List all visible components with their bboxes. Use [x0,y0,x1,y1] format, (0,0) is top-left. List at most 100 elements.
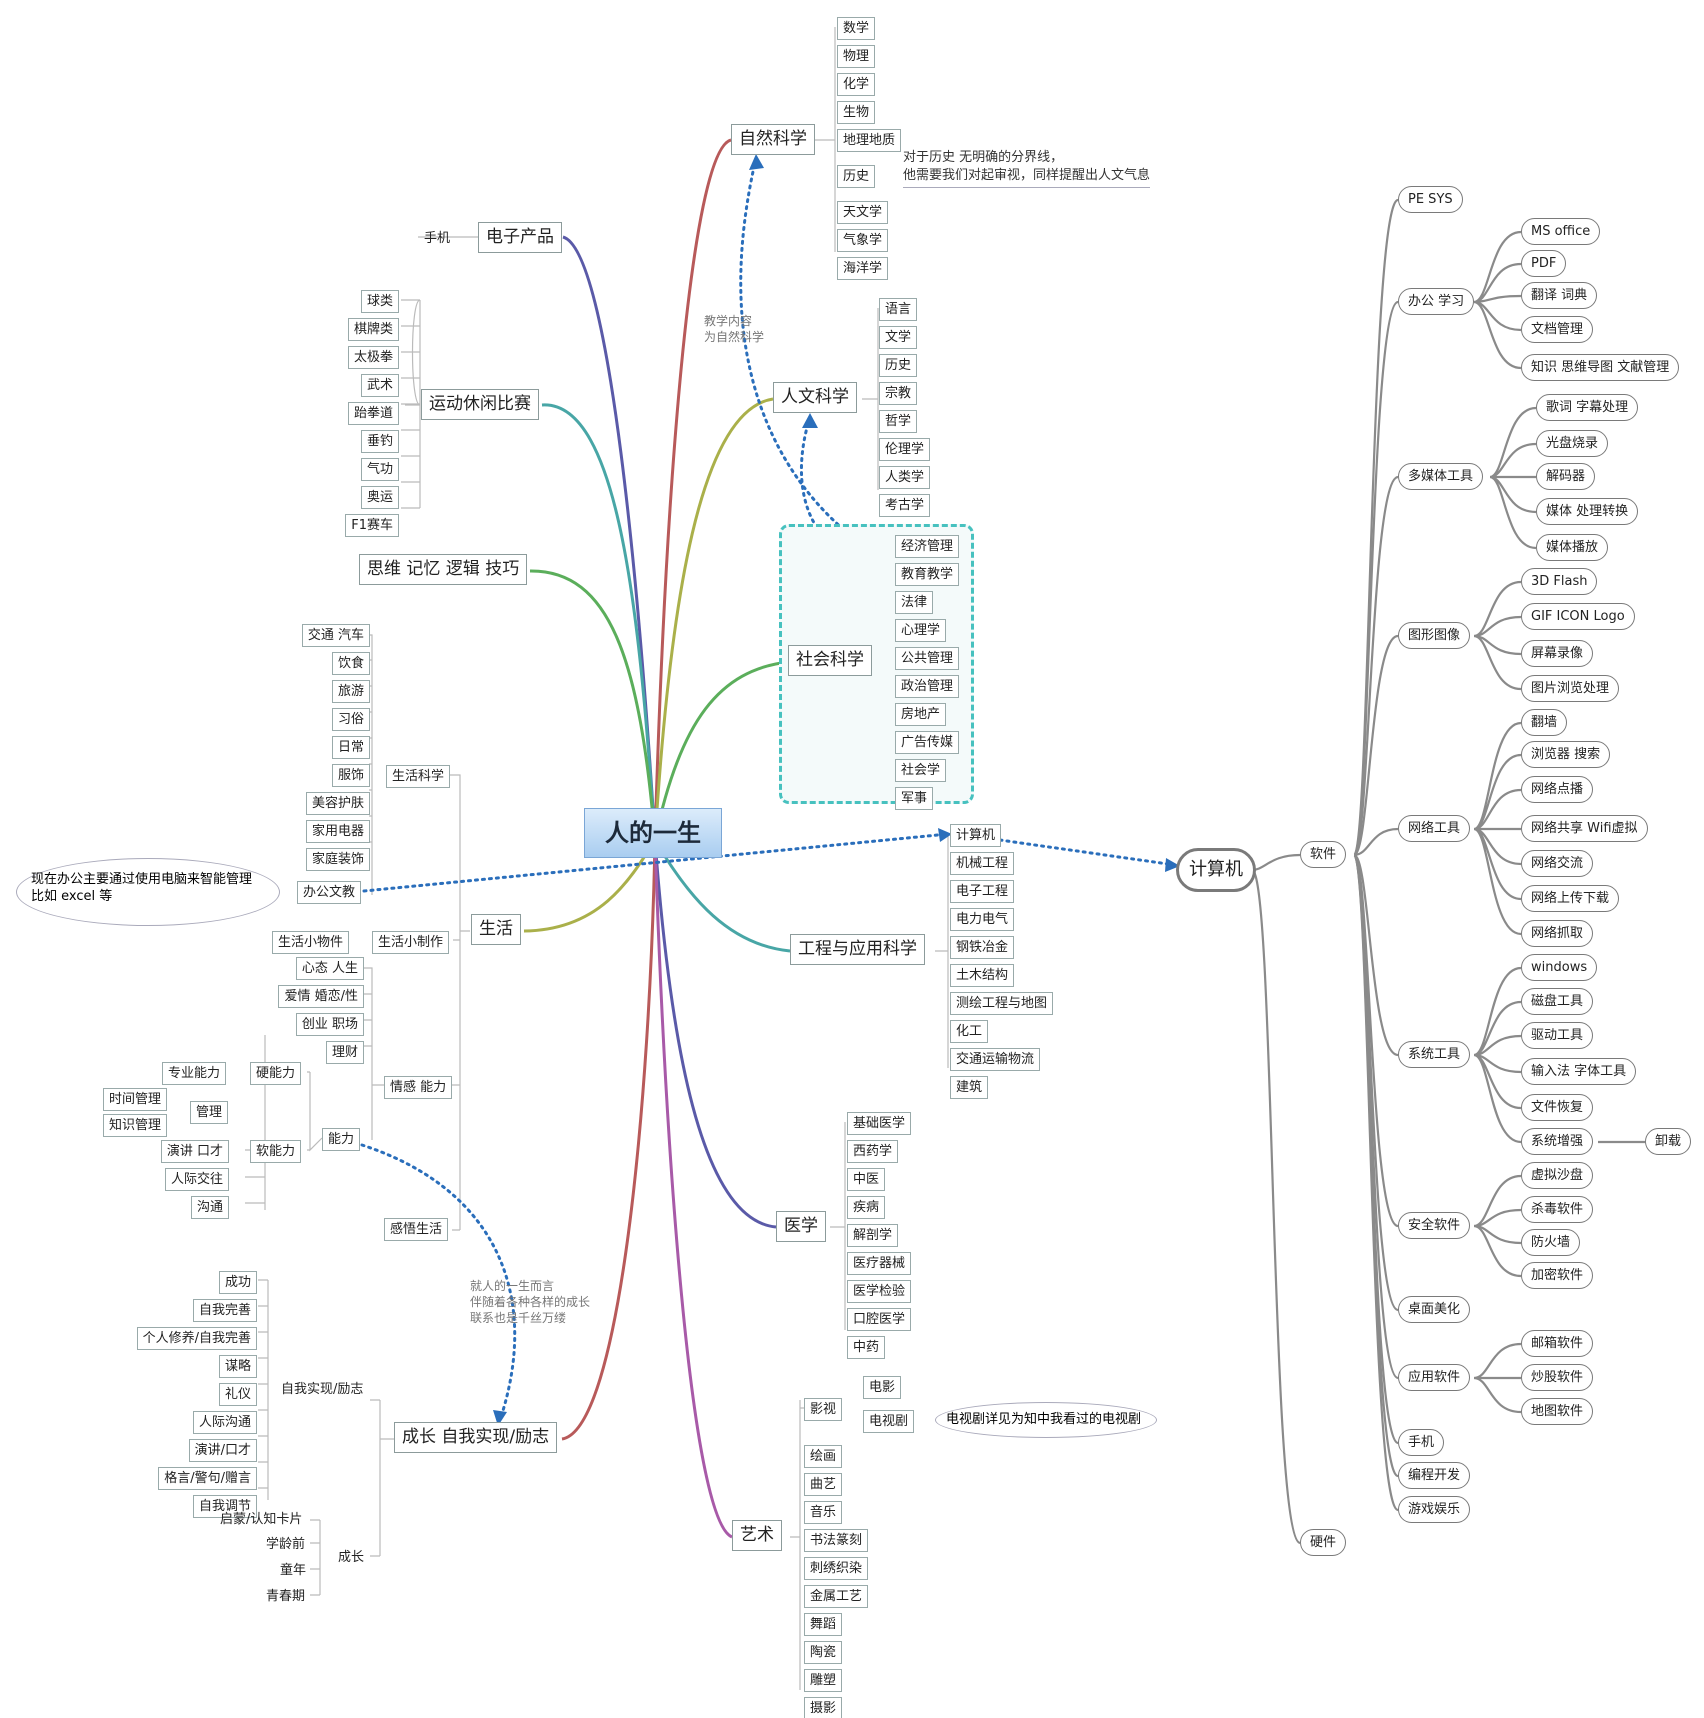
leaf-computer-office[interactable]: 知识 思维导图 文献管理 [1521,354,1680,381]
leaf-self-actualization[interactable]: 人际沟通 [192,1411,257,1434]
node-growth[interactable]: 成长 自我实现/励志 [394,1422,558,1453]
leaf-computer-apps[interactable]: 邮箱软件 [1521,1330,1594,1357]
leaf-computer-network[interactable]: 网络点播 [1521,776,1594,803]
leaf-social[interactable]: 心理学 [895,619,947,642]
leaf-emotion[interactable]: 理财 [325,1041,364,1064]
leaf-engineering[interactable]: 测绘工程与地图 [950,992,1054,1015]
leaf-computer-network[interactable]: 浏览器 搜索 [1521,741,1611,768]
node-manage[interactable]: 管理 [190,1101,229,1124]
node-computer[interactable]: 计算机 [1176,848,1256,892]
leaf-engineering[interactable]: 化工 [950,1020,989,1043]
leaf-humanities[interactable]: 人类学 [879,466,931,489]
node-sports[interactable]: 运动休闲比赛 [421,389,539,420]
leaf-emotion[interactable]: 爱情 婚恋/性 [278,985,364,1008]
node-self-actualization[interactable]: 自我实现/励志 [281,1382,364,1397]
leaf-computer-graphics[interactable]: GIF ICON Logo [1521,603,1635,630]
leaf-sports[interactable]: 太极拳 [347,346,399,369]
leaf-tv[interactable]: 电视剧 [863,1410,915,1433]
leaf-natural[interactable]: 气象学 [837,229,889,252]
leaf-natural[interactable]: 数学 [837,17,876,40]
leaf-engineering[interactable]: 土木结构 [950,964,1015,987]
leaf-art[interactable]: 雕塑 [804,1669,843,1692]
node-natural-science[interactable]: 自然科学 [731,124,815,155]
leaf-engineering[interactable]: 钢铁冶金 [950,936,1015,959]
group-desktop[interactable]: 桌面美化 [1398,1296,1471,1323]
leaf-life-science[interactable]: 旅游 [331,680,370,703]
leaf-life-science[interactable]: 美容护肤 [305,792,370,815]
leaf-computer-graphics[interactable]: 图片浏览处理 [1521,675,1620,702]
leaf-humanities[interactable]: 文学 [879,326,918,349]
leaf-grow[interactable]: 青春期 [266,1589,306,1604]
node-phone[interactable]: 手机 [424,231,451,246]
node-software[interactable]: 软件 [1300,841,1347,868]
node-film[interactable]: 影视 [804,1398,843,1421]
leaf-humanities[interactable]: 哲学 [879,410,918,433]
leaf-engineering[interactable]: 电力电气 [950,908,1015,931]
leaf-sports[interactable]: 气功 [360,458,399,481]
leaf-life-science[interactable]: 家庭装饰 [305,848,370,871]
leaf-humanities[interactable]: 伦理学 [879,438,931,461]
leaf-life-science[interactable]: 交通 汽车 [301,624,370,647]
node-office[interactable]: 办公文教 [297,881,362,904]
leaf-computer-office[interactable]: MS office [1521,218,1601,245]
node-soft-ability[interactable]: 软能力 [250,1140,302,1163]
leaf-natural[interactable]: 化学 [837,73,876,96]
leaf-humanities[interactable]: 语言 [879,298,918,321]
group-office[interactable]: 办公 学习 [1398,288,1475,315]
node-engineering[interactable]: 工程与应用科学 [790,934,925,965]
leaf-soft-ability[interactable]: 沟通 [190,1196,229,1219]
node-thinking[interactable]: 思维 记忆 逻辑 技巧 [359,554,528,585]
leaf-computer-multimedia[interactable]: 媒体 处理转换 [1536,498,1639,525]
leaf-computer-network[interactable]: 翻墙 [1521,709,1568,736]
leaf-humanities[interactable]: 历史 [879,354,918,377]
leaf-life-science[interactable]: 习俗 [331,708,370,731]
leaf-computer-security[interactable]: 虚拟沙盘 [1521,1162,1594,1189]
root-node[interactable]: 人的一生 [584,808,722,858]
leaf-art[interactable]: 绘画 [804,1445,843,1468]
group-graphics[interactable]: 图形图像 [1398,622,1471,649]
leaf-art[interactable]: 书法篆刻 [804,1529,869,1552]
leaf-computer-security[interactable]: 杀毒软件 [1521,1196,1594,1223]
leaf-art[interactable]: 摄影 [804,1697,843,1718]
group-programming[interactable]: 编程开发 [1398,1462,1471,1489]
leaf-sports[interactable]: 奥运 [360,486,399,509]
leaf-computer-network[interactable]: 网络共享 Wifi虚拟 [1521,815,1648,842]
leaf-self-actualization[interactable]: 自我调节 [192,1495,257,1518]
leaf-computer-graphics[interactable]: 屏幕录像 [1521,640,1594,667]
leaf-craft[interactable]: 生活小物件 [272,931,350,954]
node-insight[interactable]: 感悟生活 [384,1218,449,1241]
leaf-computer-apps[interactable]: 地图软件 [1521,1398,1594,1425]
leaf-self-actualization[interactable]: 礼仪 [218,1383,257,1406]
node-ability[interactable]: 能力 [322,1128,361,1151]
leaf-social[interactable]: 经济管理 [895,535,960,558]
leaf-medicine[interactable]: 疾病 [847,1196,886,1219]
leaf-sports[interactable]: 球类 [360,290,399,313]
leaf-computer-office[interactable]: PDF [1521,250,1567,277]
leaf-natural[interactable]: 海洋学 [837,257,889,280]
node-hardware[interactable]: 硬件 [1300,1529,1347,1556]
leaf-art[interactable]: 陶瓷 [804,1641,843,1664]
leaf-medicine[interactable]: 西药学 [847,1140,899,1163]
leaf-life-science[interactable]: 服饰 [331,764,370,787]
leaf-humanities[interactable]: 宗教 [879,382,918,405]
leaf-social[interactable]: 社会学 [895,759,947,782]
leaf-hard-ability[interactable]: 专业能力 [162,1062,227,1085]
leaf-sports[interactable]: 棋牌类 [347,318,399,341]
leaf-medicine[interactable]: 中药 [847,1336,886,1359]
leaf-medicine[interactable]: 解剖学 [847,1224,899,1247]
leaf-computer-multimedia[interactable]: 歌词 字幕处理 [1536,394,1639,421]
leaf-emotion[interactable]: 心态 人生 [295,957,364,980]
leaf-engineering-computer[interactable]: 计算机 [950,824,1002,847]
leaf-self-actualization[interactable]: 演讲/口才 [188,1439,257,1462]
leaf-soft-ability[interactable]: 演讲 口才 [160,1140,229,1163]
leaf-life-science[interactable]: 日常 [331,736,370,759]
leaf-natural[interactable]: 天文学 [837,201,889,224]
node-life-science[interactable]: 生活科学 [386,765,451,788]
leaf-sports[interactable]: 武术 [360,374,399,397]
leaf-computer-system[interactable]: 磁盘工具 [1521,988,1594,1015]
leaf-engineering[interactable]: 电子工程 [950,880,1015,903]
leaf-manage[interactable]: 时间管理 [103,1088,168,1111]
leaf-social[interactable]: 军事 [895,787,934,810]
leaf-social[interactable]: 政治管理 [895,675,960,698]
leaf-grow[interactable]: 童年 [280,1563,307,1578]
